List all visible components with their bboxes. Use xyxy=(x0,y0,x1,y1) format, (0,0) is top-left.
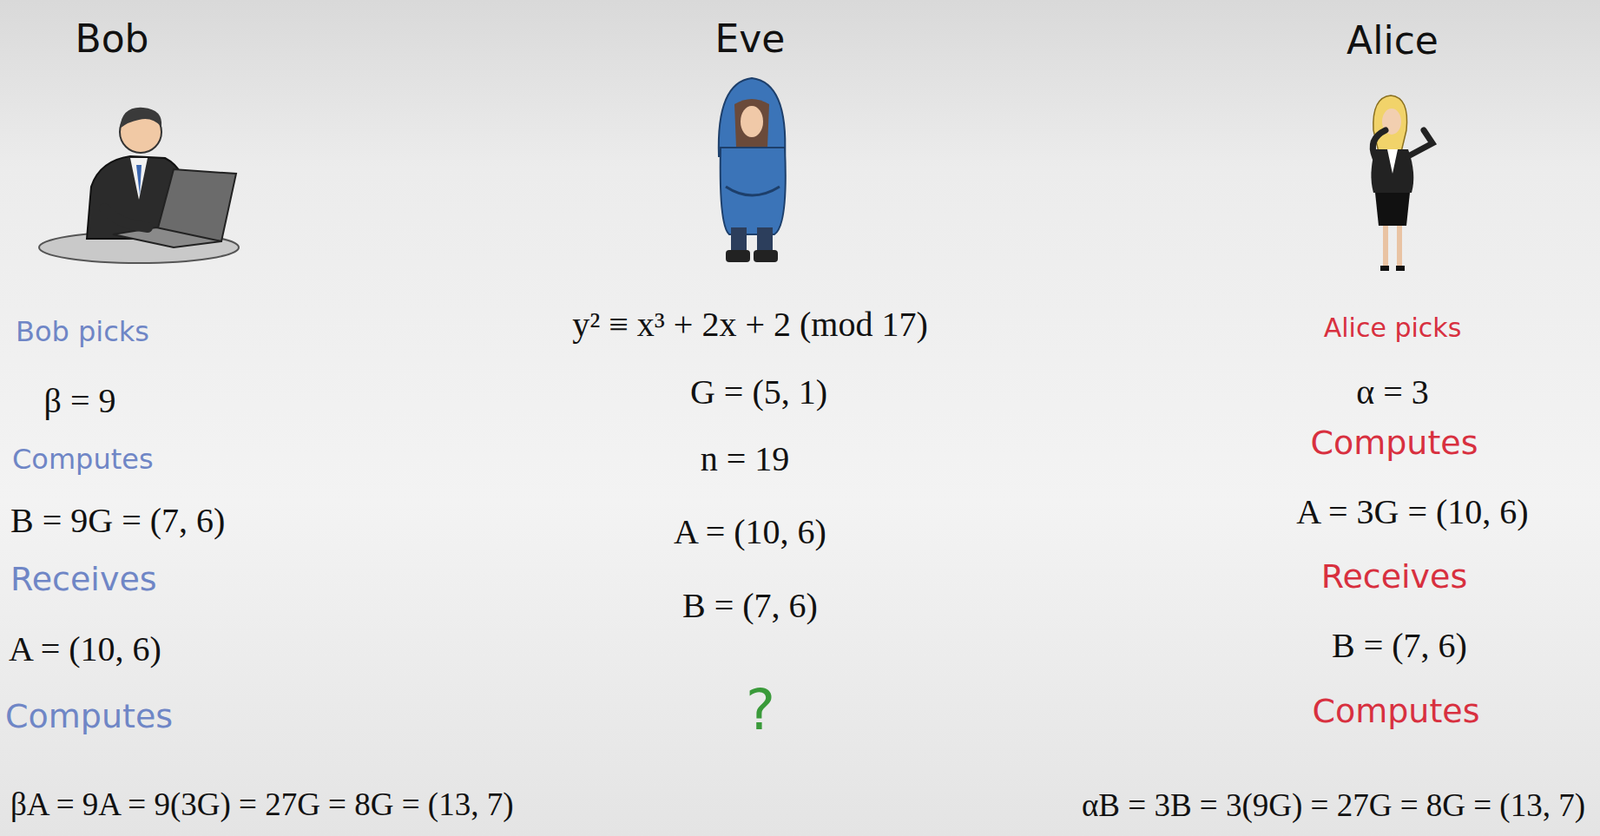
step-label: Alice picks xyxy=(1323,313,1462,344)
formula: n = 19 xyxy=(700,439,791,480)
leg xyxy=(730,227,747,252)
eve-figure xyxy=(718,78,786,263)
shirt xyxy=(1387,149,1398,174)
shoe xyxy=(1380,265,1390,271)
formula: B = 9G = (7, 6) xyxy=(10,500,225,541)
hood xyxy=(718,78,786,157)
formula: B = (7, 6) xyxy=(1331,625,1468,666)
formula: β = 9 xyxy=(44,381,117,422)
alice-figure xyxy=(1370,95,1433,271)
body xyxy=(720,147,786,235)
shoe xyxy=(725,250,751,263)
step-label: Bob picks xyxy=(15,316,150,349)
laptop-base xyxy=(112,227,222,248)
step-label: Computes xyxy=(5,697,173,737)
formula: A = 3G = (10, 6) xyxy=(1296,492,1528,533)
leg xyxy=(757,227,773,252)
arm xyxy=(104,208,148,228)
formula: βA = 9A = 9(3G) = 27G = 8G = (13, 7) xyxy=(10,786,514,824)
leg xyxy=(1382,225,1389,268)
step-label: Receives xyxy=(1321,558,1469,597)
shoe xyxy=(1395,265,1405,271)
face xyxy=(740,105,764,138)
bob-figure xyxy=(39,107,239,264)
arms xyxy=(725,186,780,196)
shirt xyxy=(130,158,148,200)
formula: y² ≡ x³ + 2x + 2 (mod 17) xyxy=(572,304,928,345)
step-label: Computes xyxy=(1311,692,1480,731)
formula: αB = 3B = 3(9G) = 27G = 8G = (13, 7) xyxy=(1081,787,1586,825)
hair xyxy=(119,107,162,129)
arm xyxy=(1408,130,1433,157)
formula: A = (10, 6) xyxy=(8,629,162,670)
column-heading: Bob xyxy=(74,17,149,62)
leg xyxy=(1396,225,1403,268)
step-label: Computes xyxy=(1310,424,1478,463)
formula: α = 3 xyxy=(1356,372,1429,413)
formula: G = (5, 1) xyxy=(690,372,828,413)
tie xyxy=(136,164,142,196)
question-mark: ? xyxy=(745,678,776,744)
hair xyxy=(1373,95,1408,152)
arm xyxy=(1372,130,1386,159)
step-label: Receives xyxy=(10,560,158,600)
formula: B = (7, 6) xyxy=(682,586,818,626)
formula: A = (10, 6) xyxy=(673,512,827,553)
hair xyxy=(734,98,770,148)
step-label: Computes xyxy=(12,443,154,476)
shoe xyxy=(753,250,778,263)
column-heading: Eve xyxy=(715,17,786,62)
skirt xyxy=(1375,192,1410,226)
column-heading: Alice xyxy=(1346,19,1439,64)
